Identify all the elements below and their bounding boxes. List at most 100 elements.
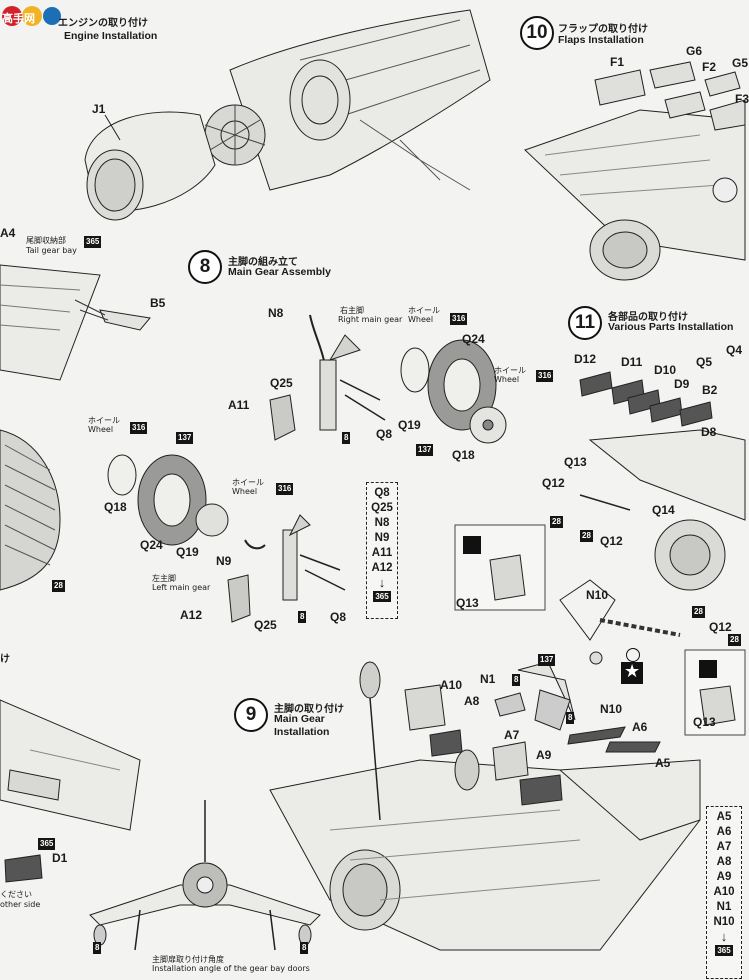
step10-title-jp: フラップの取り付け bbox=[558, 24, 648, 35]
parts-list-item: A12 bbox=[371, 562, 393, 574]
part-label: A7 bbox=[504, 728, 520, 742]
parts-list-item: Q8 bbox=[374, 487, 390, 499]
paint-badge: 316 bbox=[130, 422, 148, 434]
wheel-jp: ホイール bbox=[494, 366, 526, 375]
parts-list-item: A7 bbox=[716, 841, 732, 853]
step8-title-jp: 主脚の組み立て bbox=[228, 257, 298, 268]
part-label: D8 bbox=[701, 425, 717, 439]
part-label: Q19 bbox=[176, 545, 199, 559]
part-label: N9 bbox=[216, 554, 232, 568]
wheel-en: Wheel bbox=[494, 375, 520, 384]
step10-number: 10 bbox=[520, 16, 554, 50]
part-label: Q8 bbox=[376, 427, 393, 441]
part-label: Q25 bbox=[254, 618, 277, 632]
step7-title-jp: エンジンの取り付け bbox=[58, 18, 148, 29]
part-label: D10 bbox=[654, 363, 677, 377]
part-label: N10 bbox=[586, 588, 609, 602]
paint-badge: 137 bbox=[538, 654, 556, 666]
part-label: G6 bbox=[686, 44, 703, 58]
part-label: D9 bbox=[674, 377, 690, 391]
other-side-en: other side bbox=[0, 900, 41, 909]
watermark-logo: 高手网 bbox=[0, 0, 62, 40]
part-label: Q14 bbox=[652, 503, 675, 517]
right-gear-drawing bbox=[269, 314, 507, 444]
parts-list-item: A5 bbox=[716, 811, 732, 823]
left-main-gear-en: Left main gear bbox=[152, 583, 211, 592]
left-gear-drawing bbox=[107, 454, 346, 623]
paint-badge: 28 bbox=[728, 634, 741, 646]
parts-list-item: A11 bbox=[371, 547, 393, 559]
right-main-gear-en: Right main gear bbox=[338, 315, 403, 324]
paint-badge: 365 bbox=[373, 591, 391, 602]
left-main-gear-jp: 左主脚 bbox=[152, 574, 176, 583]
part-label: Q19 bbox=[398, 418, 421, 432]
part-label: Q24 bbox=[462, 332, 485, 346]
paint-badge: 365 bbox=[38, 838, 56, 850]
step9-title-en-1: Main Gear bbox=[274, 713, 325, 725]
part-label: A5 bbox=[655, 756, 671, 770]
part-label: N8 bbox=[268, 306, 284, 320]
part-label: A9 bbox=[536, 748, 552, 762]
step11-title-en: Various Parts Installation bbox=[608, 321, 734, 333]
underside-fuselage-drawing bbox=[0, 699, 141, 883]
part-label: Q4 bbox=[726, 343, 743, 357]
main-gear-aircraft-drawing bbox=[269, 661, 701, 951]
paint-badge: 137 bbox=[176, 432, 194, 444]
step8-parts-list: Q8 Q25 N8 N9 A11 A12 ↓ 365 bbox=[366, 482, 398, 619]
paint-badge: 8 bbox=[512, 674, 521, 686]
paint-badge: 8 bbox=[300, 942, 309, 954]
other-side-jp: ください bbox=[0, 890, 32, 899]
paint-badge: 8 bbox=[93, 942, 102, 954]
step7-title-en: Engine Installation bbox=[64, 30, 158, 42]
part-label: D12 bbox=[574, 352, 597, 366]
star-decal-icon: ★ bbox=[621, 661, 643, 684]
wheel-jp: ホイール bbox=[232, 478, 264, 487]
tail-gear-bay-jp: 尾脚収納部 bbox=[26, 236, 66, 245]
bay-door-angle-en: Installation angle of the gear bay doors bbox=[152, 964, 310, 973]
paint-badge: 137 bbox=[416, 444, 434, 456]
part-label: N10 bbox=[600, 702, 623, 716]
part-label: Q5 bbox=[696, 355, 713, 369]
decal-number-icon bbox=[626, 648, 640, 662]
watermark-text: 高手网 bbox=[2, 12, 35, 25]
part-label: Q24 bbox=[140, 538, 163, 552]
part-label: Q18 bbox=[452, 448, 475, 462]
paint-badge: 28 bbox=[580, 530, 593, 542]
part-label: A10 bbox=[440, 678, 463, 692]
paint-badge: 8 bbox=[298, 611, 307, 623]
partial-step-title: け bbox=[0, 654, 10, 665]
step11-title-jp: 各部品の取り付け bbox=[608, 312, 688, 323]
down-arrow-icon: ↓ bbox=[378, 575, 386, 590]
parts-list-item: N9 bbox=[374, 532, 390, 544]
step8-number: 8 bbox=[188, 250, 222, 284]
part-label: A11 bbox=[228, 398, 250, 412]
wheel-jp: ホイール bbox=[408, 306, 440, 315]
step11-number: 11 bbox=[568, 306, 602, 340]
part-label: F3 bbox=[735, 92, 749, 106]
step8-title-en: Main Gear Assembly bbox=[228, 266, 331, 278]
wheel-en: Wheel bbox=[88, 425, 114, 434]
step10-title-en: Flaps Installation bbox=[558, 34, 644, 46]
parts-list-item: A8 bbox=[716, 856, 732, 868]
paint-badge: 8 bbox=[566, 712, 575, 724]
paint-badge: 8 bbox=[342, 432, 351, 444]
down-arrow-icon: ↓ bbox=[720, 929, 728, 944]
part-label: D1 bbox=[52, 851, 68, 865]
bay-door-angle-jp: 主脚扉取り付け角度 bbox=[152, 955, 224, 964]
wheel-en: Wheel bbox=[232, 487, 258, 496]
parts-list-item: N8 bbox=[374, 517, 390, 529]
paint-badge: 365 bbox=[715, 945, 733, 956]
paint-badge: 28 bbox=[550, 516, 563, 528]
step9-number: 9 bbox=[234, 698, 268, 732]
engine-fuselage-drawing bbox=[84, 9, 491, 221]
tail-gear-bay-en: Tail gear bay bbox=[26, 246, 77, 255]
part-label: A8 bbox=[464, 694, 480, 708]
part-label: Q8 bbox=[330, 610, 347, 624]
wheel-jp: ホイール bbox=[88, 416, 120, 425]
front-view-drawing bbox=[89, 800, 321, 951]
paint-badge: 28 bbox=[52, 580, 65, 592]
part-label: J1 bbox=[92, 102, 106, 116]
part-label: Q13 bbox=[564, 455, 587, 469]
parts-list-item: A6 bbox=[716, 826, 732, 838]
part-label: B2 bbox=[702, 383, 718, 397]
